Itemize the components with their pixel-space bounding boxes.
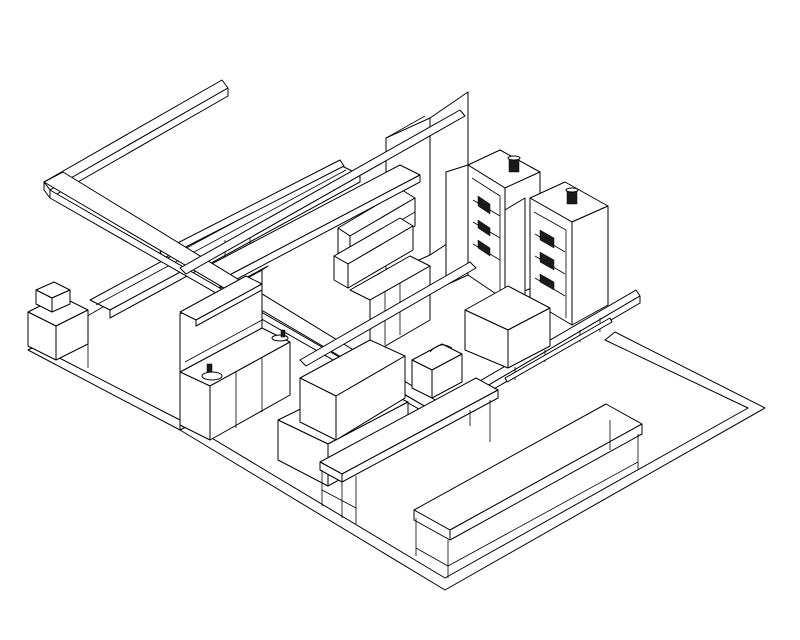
prep-table-front xyxy=(319,377,499,524)
trolley xyxy=(411,343,463,399)
storage-racks xyxy=(445,149,609,326)
sink-counter-left xyxy=(179,265,291,441)
wall-shelves xyxy=(333,189,431,356)
small-appliance xyxy=(27,281,89,368)
cart-island xyxy=(277,285,551,487)
prep-table-right xyxy=(413,403,643,578)
